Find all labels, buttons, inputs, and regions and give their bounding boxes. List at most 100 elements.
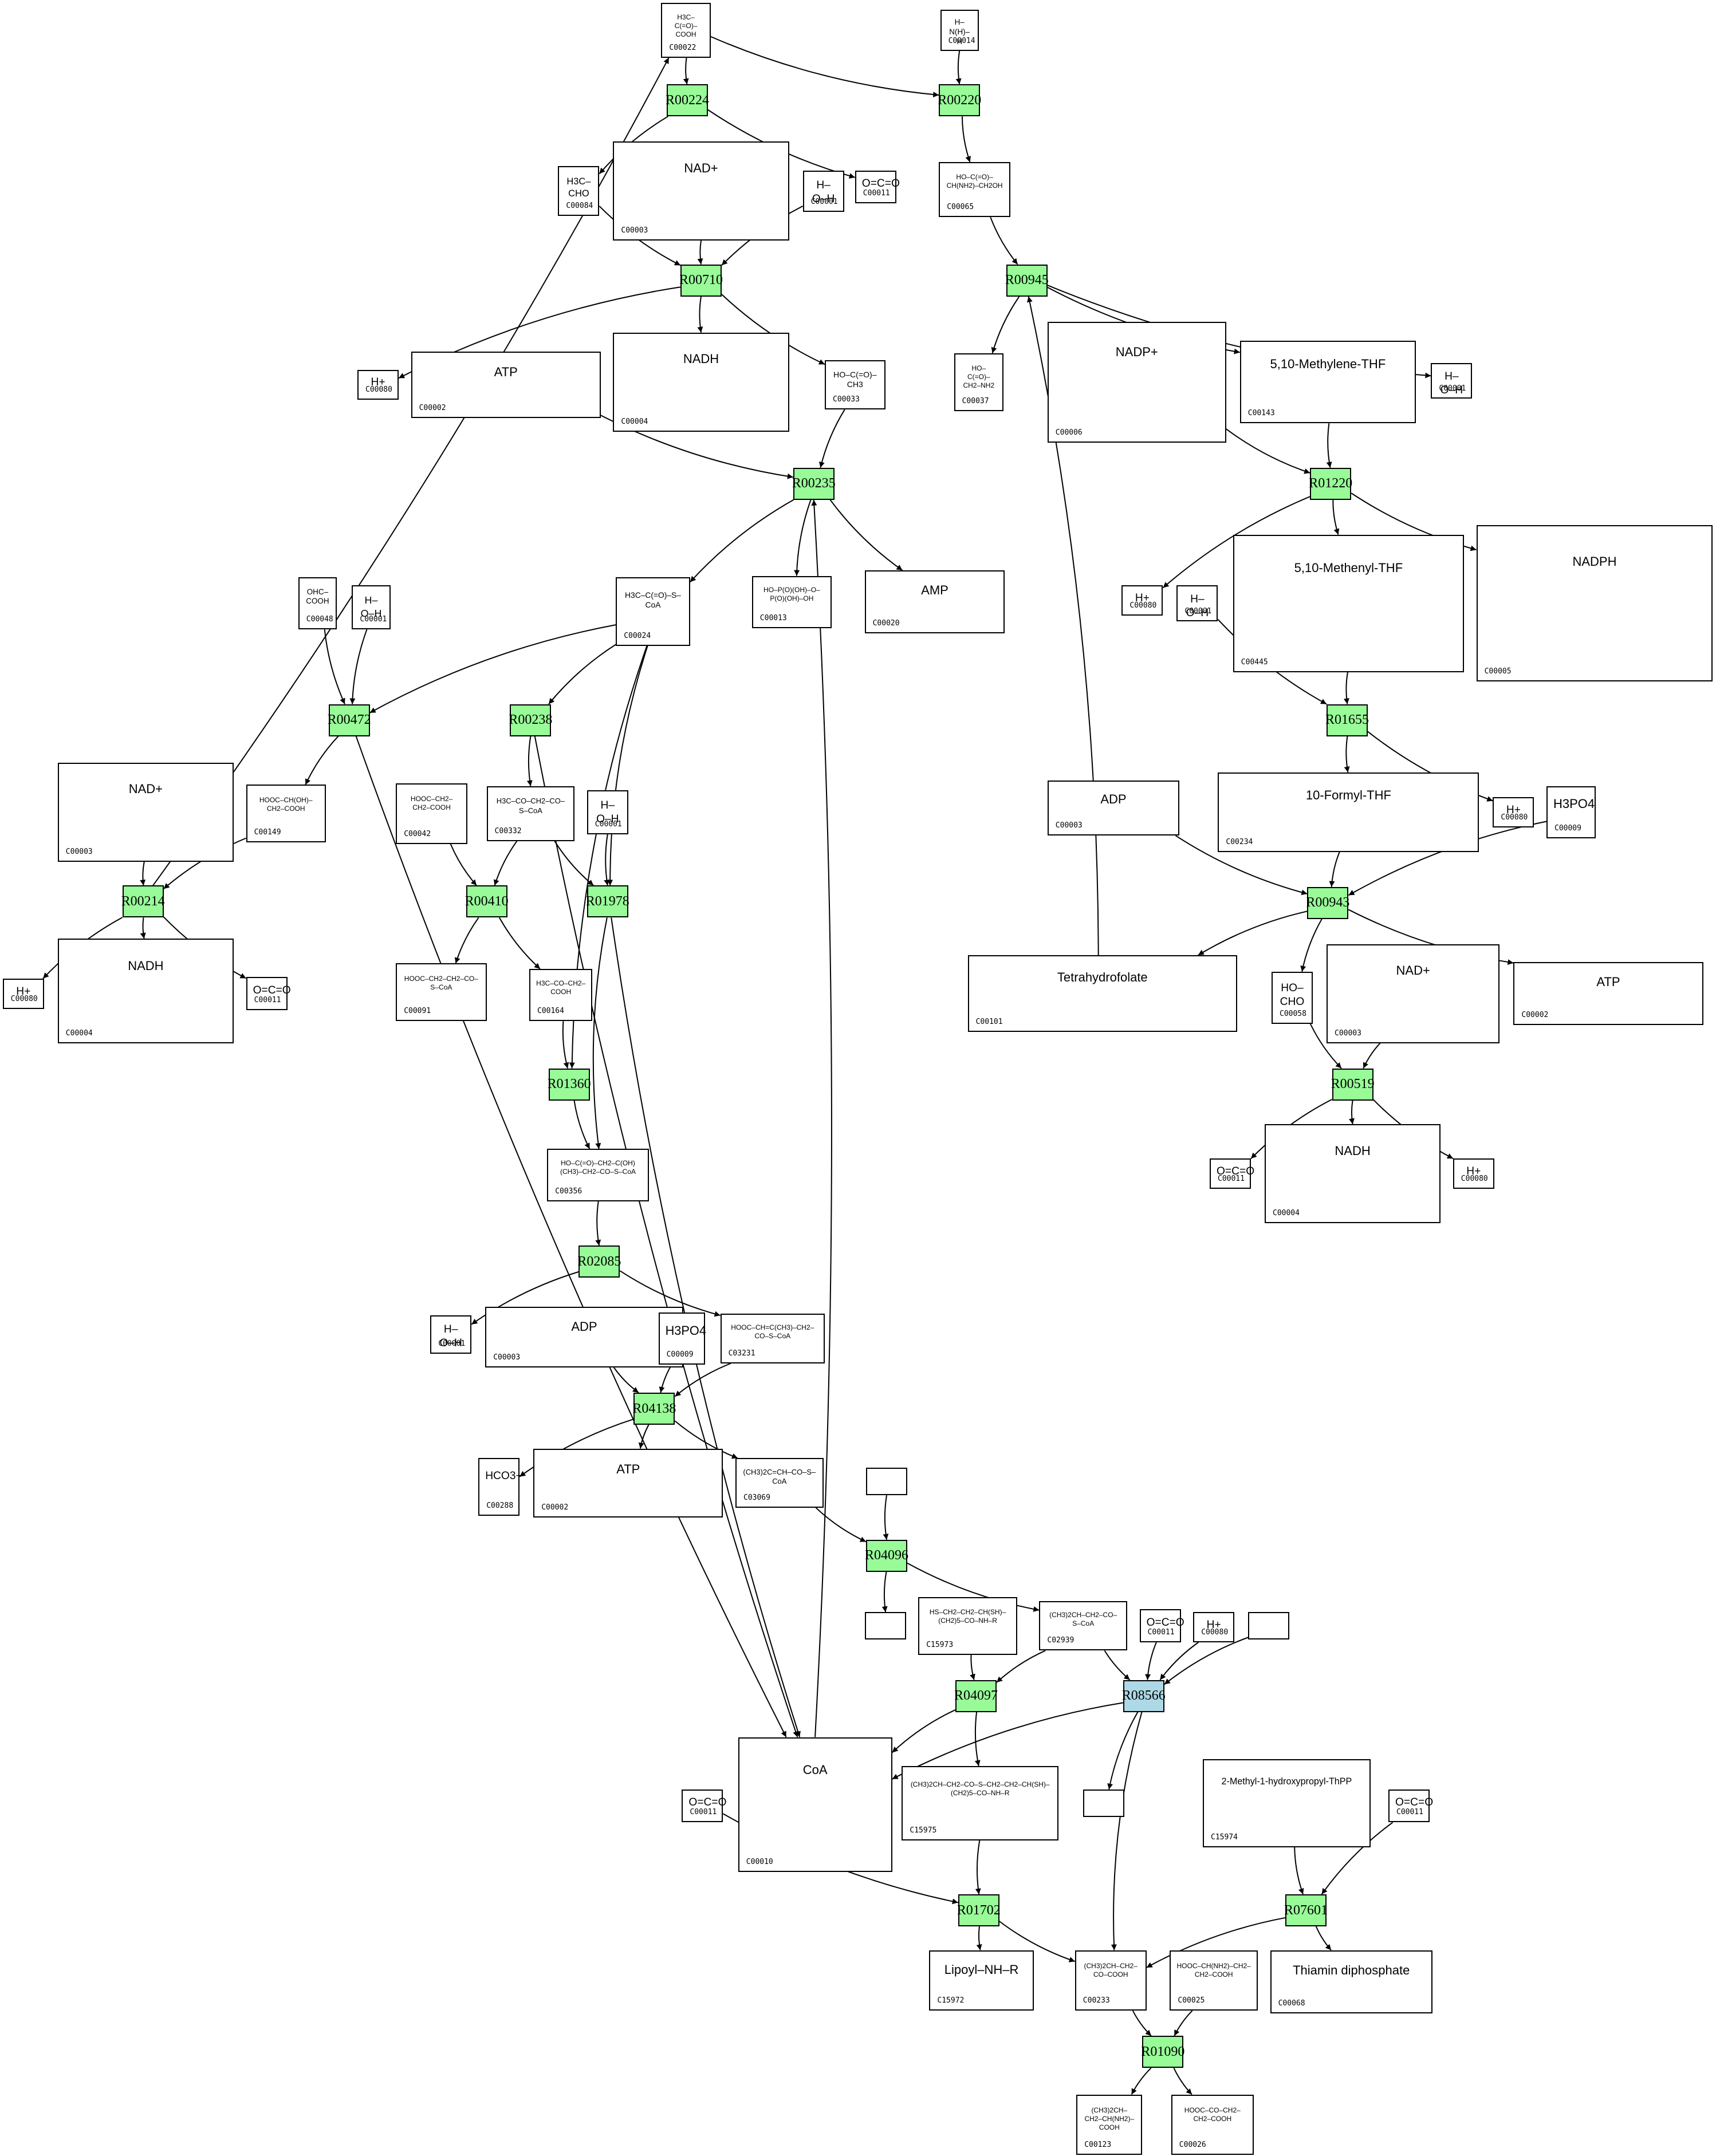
reaction-node-r08566[interactable]: R08566 (1122, 1680, 1166, 1712)
compound-node-c00080[interactable]: H+C00080 (1121, 585, 1163, 616)
reaction-node-r01702[interactable]: R01702 (957, 1894, 1001, 1926)
empty-compound-node[interactable] (1083, 1789, 1125, 1817)
reaction-node-r00519[interactable]: R00519 (1331, 1068, 1375, 1101)
reaction-node-r00945[interactable]: R00945 (1005, 264, 1049, 297)
reaction-node-r01220[interactable]: R01220 (1309, 467, 1352, 500)
compound-node-c00003[interactable]: NAD+C00003 (613, 141, 789, 241)
reaction-node-r00220[interactable]: R00220 (938, 84, 981, 117)
compound-node-c00080[interactable]: H+C00080 (1453, 1158, 1494, 1189)
reaction-node-r01655[interactable]: R01655 (1325, 704, 1369, 736)
compound-node-c00288[interactable]: HCO3−C00288 (478, 1458, 522, 1516)
empty-compound-node[interactable] (1248, 1612, 1290, 1640)
compound-node-c00080[interactable]: H+C00080 (357, 369, 399, 400)
reaction-node-r00472[interactable]: R00472 (328, 704, 371, 736)
reaction-node-r00710[interactable]: R00710 (679, 264, 723, 297)
compound-node-c00003[interactable]: NAD+C00003 (57, 763, 234, 862)
reaction-node-r01360[interactable]: R01360 (548, 1068, 591, 1101)
structure-formula: NAD+ (684, 160, 718, 175)
reaction-node-r00238[interactable]: R00238 (509, 704, 552, 736)
empty-compound-node[interactable] (864, 1612, 906, 1640)
reaction-node-r01090[interactable]: R01090 (1141, 2036, 1184, 2068)
reaction-node-r00943[interactable]: R00943 (1306, 886, 1349, 919)
compound-node-c00080[interactable]: H+C00080 (1193, 1612, 1235, 1642)
reaction-node-r04138[interactable]: R04138 (632, 1393, 676, 1425)
reaction-node-r00214[interactable]: R00214 (121, 885, 165, 918)
compound-id-label: C00048 (306, 615, 333, 624)
empty-compound-node[interactable] (866, 1468, 907, 1496)
compound-node-c00003[interactable]: NAD+C00003 (1327, 944, 1500, 1043)
reaction-node-r07601[interactable]: R07601 (1284, 1894, 1328, 1926)
structure-formula: ATP (1596, 975, 1620, 990)
reaction-node-r04096[interactable]: R04096 (865, 1539, 908, 1572)
reaction-node-r00410[interactable]: R00410 (465, 885, 509, 918)
reaction-node-r04097[interactable]: R04097 (954, 1680, 998, 1712)
edge-c1e-to-R01978 (604, 834, 610, 886)
reaction-node-r02085[interactable]: R02085 (577, 1245, 621, 1278)
reaction-node-r01978[interactable]: R01978 (586, 885, 629, 918)
edge-c15973-to-R04097 (970, 1654, 975, 1680)
compound-node-c00080[interactable]: H+C00080 (2, 978, 44, 1009)
compound-node-c00080[interactable]: H+C00080 (1493, 797, 1534, 827)
compound-node-c00006[interactable]: NADP+C00006 (1047, 321, 1226, 443)
compound-node-c15975[interactable]: (CH3)2CH–CH2–CO–S–CH2–CH2–CH(SH)–(CH2)5–… (902, 1766, 1058, 1840)
reaction-node-r00224[interactable]: R00224 (666, 84, 709, 117)
reaction-node-r00235[interactable]: R00235 (792, 467, 836, 500)
